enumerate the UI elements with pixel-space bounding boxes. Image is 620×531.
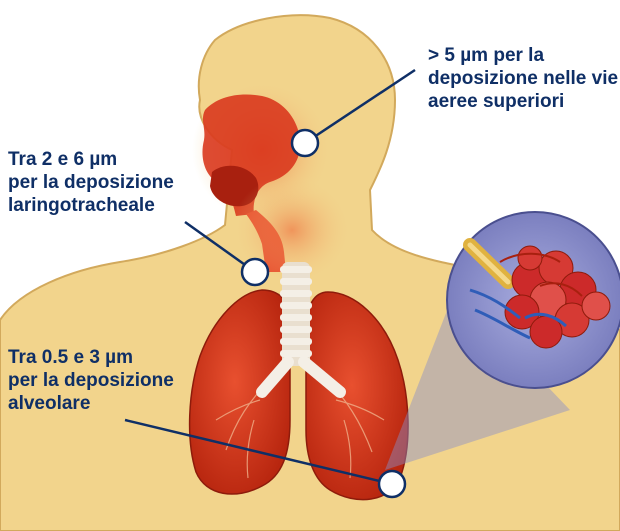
- label-laryngo-line3: laringotracheale: [8, 194, 174, 217]
- callout-marker-upper: [292, 130, 318, 156]
- label-upper-line2: deposizione nelle vie: [428, 67, 618, 90]
- label-alveolar-line3: alveolare: [8, 392, 174, 415]
- label-upper-line3: aeree superiori: [428, 90, 618, 113]
- label-laryngo-line2: per la deposizione: [8, 171, 174, 194]
- label-alveolar-line2: per la deposizione: [8, 369, 174, 392]
- label-laryngo-line1: Tra 2 e 6 µm: [8, 148, 174, 171]
- label-alveolar: Tra 0.5 e 3 µm per la deposizione alveol…: [8, 346, 174, 415]
- label-upper-line1: > 5 µm per la: [428, 44, 618, 67]
- label-laryngotracheal: Tra 2 e 6 µm per la deposizione laringot…: [8, 148, 174, 217]
- label-alveolar-line1: Tra 0.5 e 3 µm: [8, 346, 174, 369]
- label-upper-airways: > 5 µm per la deposizione nelle vie aere…: [428, 44, 618, 113]
- callout-marker-alveolar: [379, 471, 405, 497]
- callout-marker-laryngo: [242, 259, 268, 285]
